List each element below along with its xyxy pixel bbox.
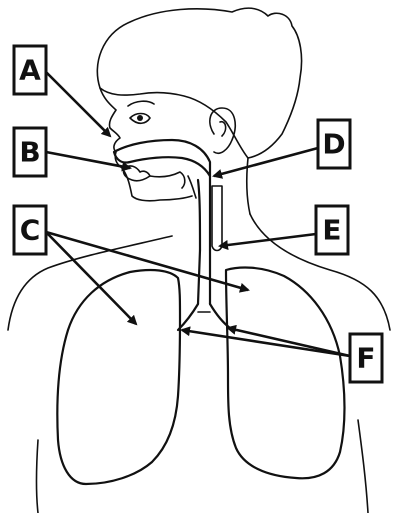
bronchi: [178, 304, 230, 330]
label-d: D: [318, 120, 350, 168]
label-a-text: A: [19, 54, 41, 87]
nasal-cavity: [114, 140, 210, 176]
label-a: A: [14, 46, 46, 94]
label-f-text: F: [356, 342, 375, 375]
left-lung: [57, 270, 180, 484]
label-e: E: [316, 206, 348, 254]
pharynx: [198, 176, 210, 250]
label-f: F: [350, 334, 382, 382]
label-b-text: B: [19, 136, 40, 169]
hair: [97, 8, 301, 158]
label-e-text: E: [322, 214, 341, 247]
arrow-f-1: [182, 330, 350, 356]
right-lung: [226, 268, 345, 479]
label-b: B: [14, 128, 46, 176]
airway-upper: [114, 140, 210, 250]
lungs: [57, 268, 344, 484]
label-c: C: [14, 206, 46, 254]
arrow-e: [220, 234, 316, 246]
face-profile: [100, 88, 192, 201]
esophagus: [212, 186, 222, 251]
arrow-c-2: [46, 232, 248, 290]
pointer-arrows: [44, 70, 350, 356]
label-d-text: D: [322, 128, 345, 161]
arrow-d: [214, 148, 318, 176]
epiglottis: [188, 176, 196, 198]
arrow-a: [44, 70, 110, 136]
label-c-text: C: [20, 214, 41, 247]
